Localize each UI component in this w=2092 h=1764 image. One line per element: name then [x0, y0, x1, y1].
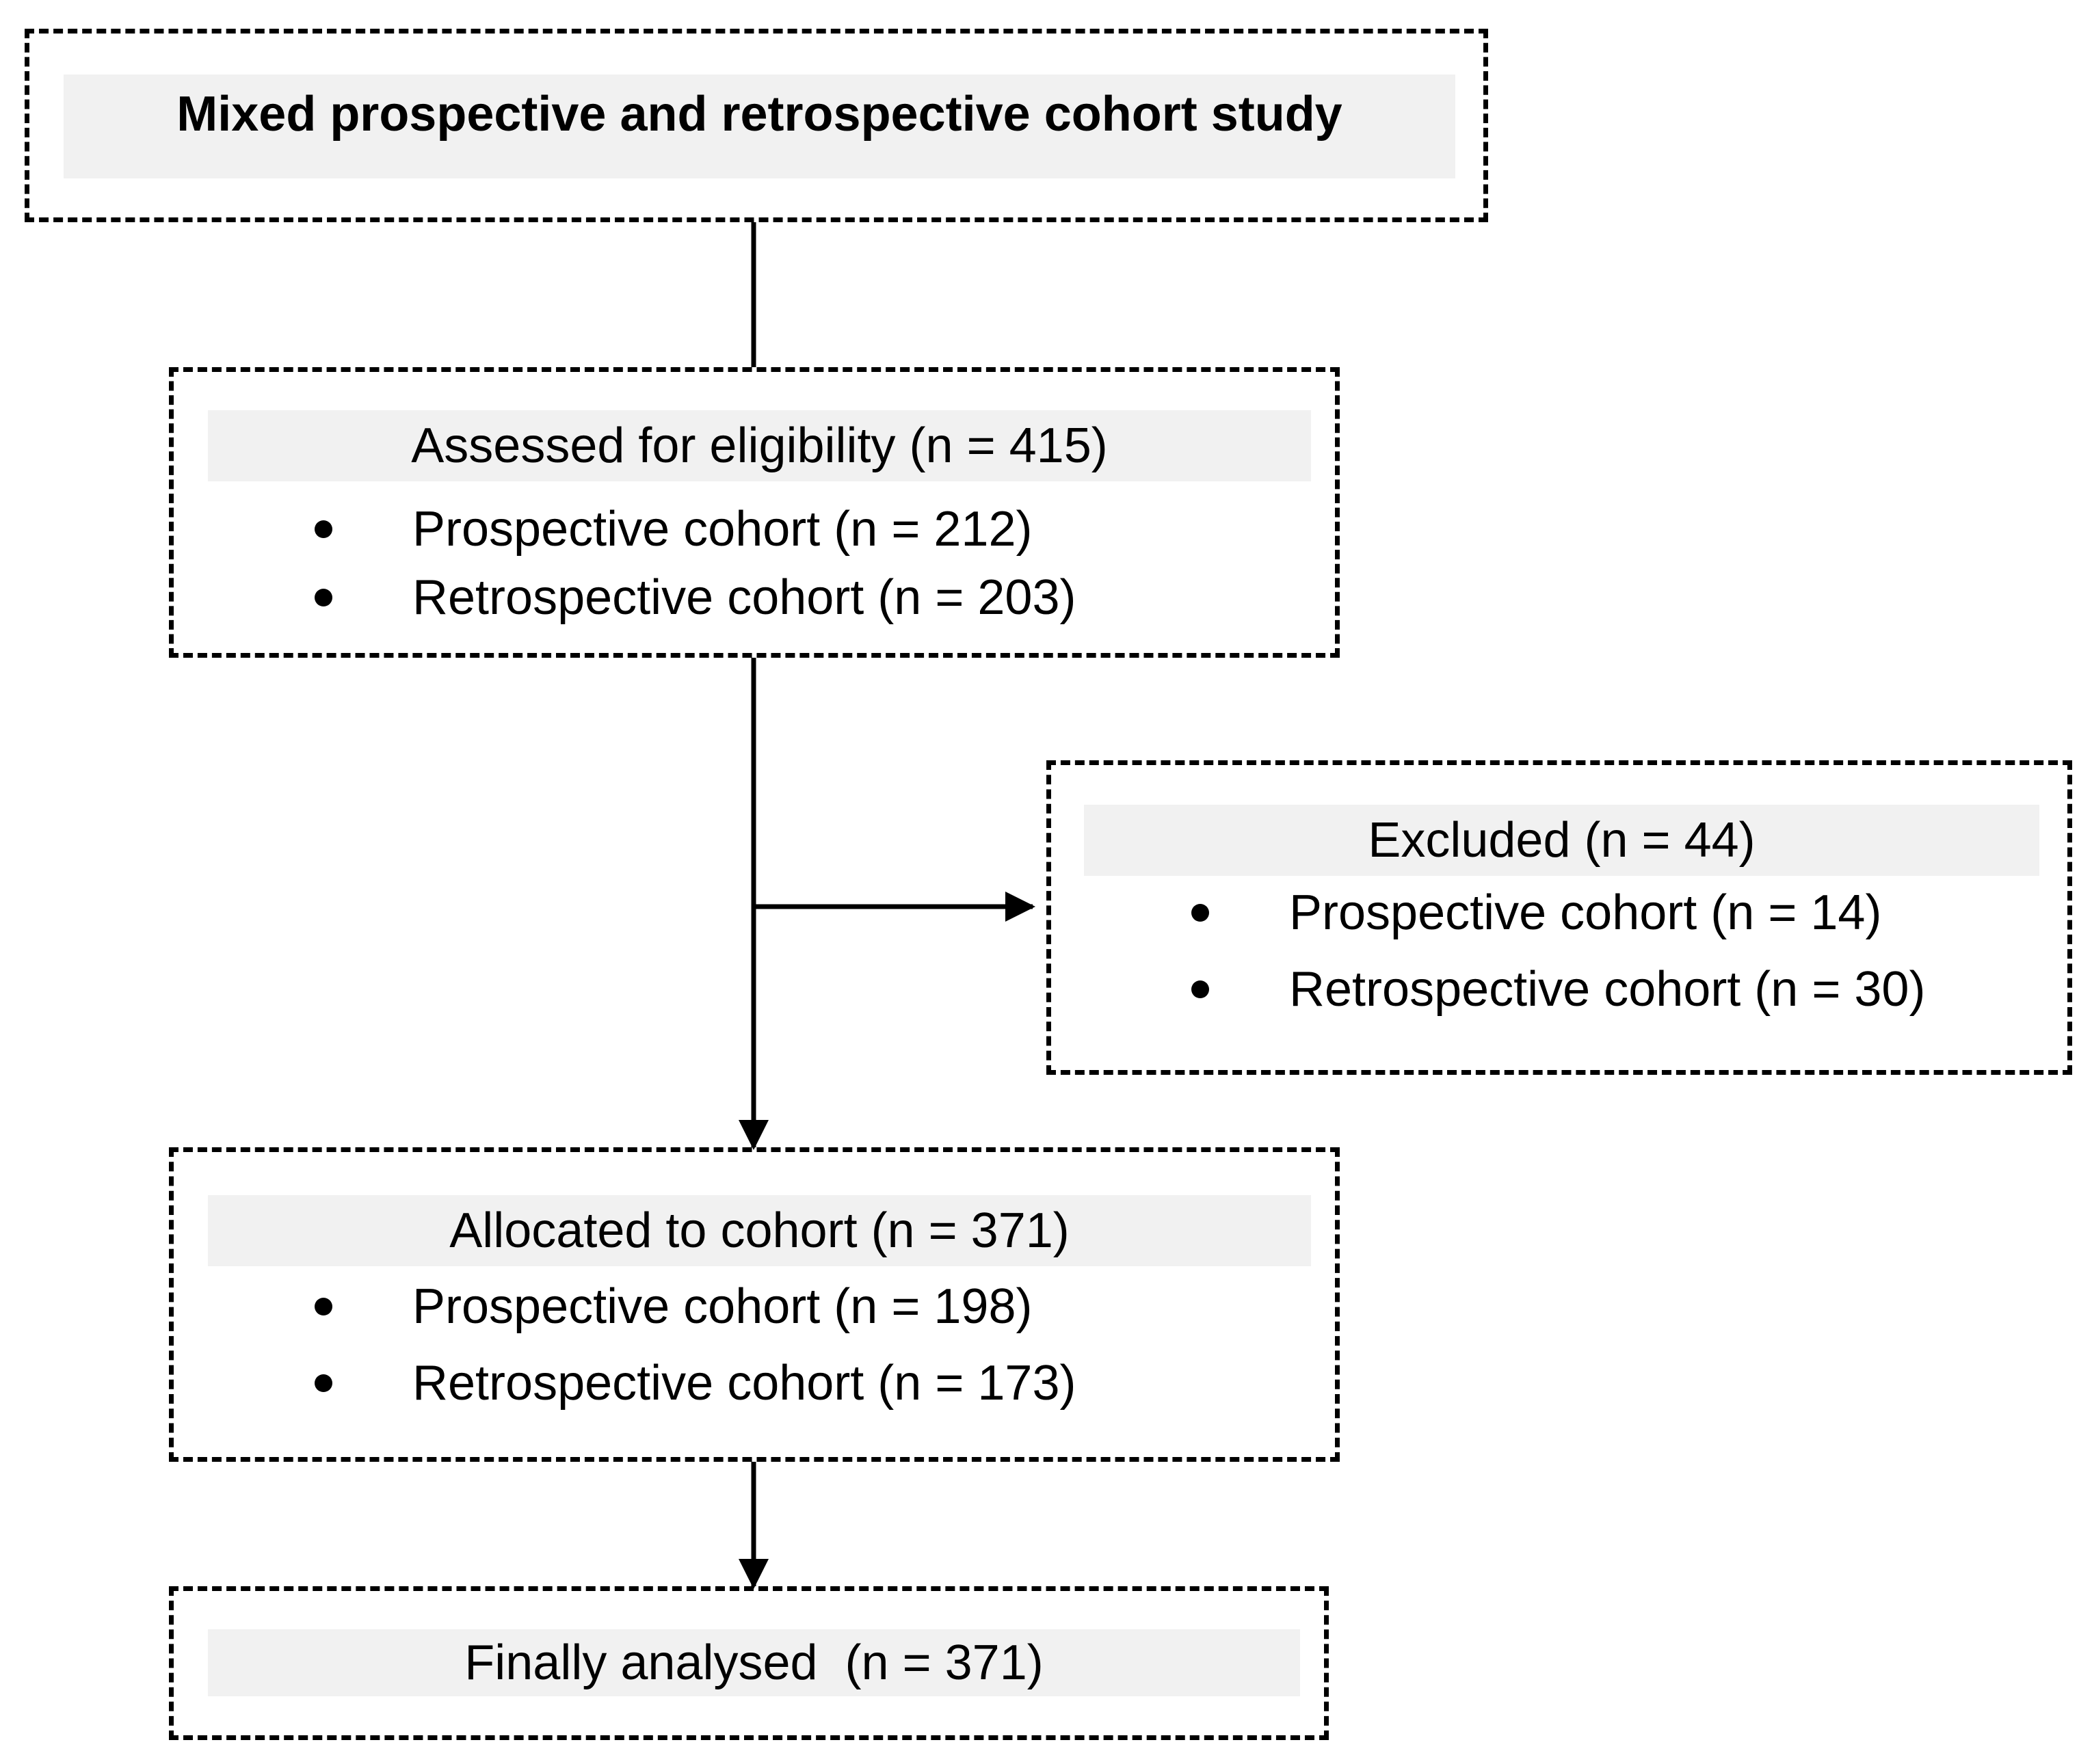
allocated-box: Allocated to cohort (n = 371) Prospectiv… [169, 1147, 1340, 1462]
analysed-box: Finally analysed (n = 371) [169, 1586, 1329, 1740]
eligibility-box: Assessed for eligibility (n = 415) Prosp… [169, 367, 1340, 658]
study-title-band: Mixed prospective and retrospective coho… [64, 75, 1455, 178]
study-design-box: Mixed prospective and retrospective coho… [25, 29, 1488, 222]
excluded-box: Excluded (n = 44) Prospective cohort (n … [1046, 760, 2072, 1075]
excluded-item-prospective: Prospective cohort (n = 14) [1289, 885, 1882, 940]
analysed-heading: Finally analysed (n = 371) [464, 1635, 1044, 1690]
list-item: Retrospective cohort (n = 203) [174, 570, 1302, 625]
bullet-icon [315, 589, 332, 606]
bullet-icon [1191, 904, 1209, 922]
allocated-item-retrospective: Retrospective cohort (n = 173) [412, 1356, 1076, 1411]
list-item: Retrospective cohort (n = 30) [1051, 962, 2043, 1017]
excluded-heading: Excluded (n = 44) [1368, 813, 1756, 868]
list-item: Prospective cohort (n = 212) [174, 502, 1302, 557]
list-item: Prospective cohort (n = 14) [1051, 885, 2043, 940]
allocated-heading-band: Allocated to cohort (n = 371) [208, 1195, 1311, 1266]
bullet-icon [315, 520, 332, 538]
eligibility-heading: Assessed for eligibility (n = 415) [411, 418, 1108, 473]
study-title: Mixed prospective and retrospective coho… [176, 87, 1342, 142]
bullet-icon [315, 1298, 332, 1315]
allocated-heading: Allocated to cohort (n = 371) [449, 1203, 1070, 1258]
eligibility-heading-band: Assessed for eligibility (n = 415) [208, 410, 1311, 481]
bullet-icon [1191, 980, 1209, 998]
allocated-item-prospective: Prospective cohort (n = 198) [412, 1279, 1033, 1334]
bullet-icon [315, 1374, 332, 1392]
eligibility-item-prospective: Prospective cohort (n = 212) [412, 502, 1033, 557]
eligibility-item-retrospective: Retrospective cohort (n = 203) [412, 570, 1076, 625]
list-item: Retrospective cohort (n = 173) [174, 1356, 1302, 1411]
list-item: Prospective cohort (n = 198) [174, 1279, 1302, 1334]
excluded-item-retrospective: Retrospective cohort (n = 30) [1289, 962, 1926, 1017]
analysed-heading-band: Finally analysed (n = 371) [208, 1629, 1300, 1696]
excluded-heading-band: Excluded (n = 44) [1084, 805, 2039, 876]
